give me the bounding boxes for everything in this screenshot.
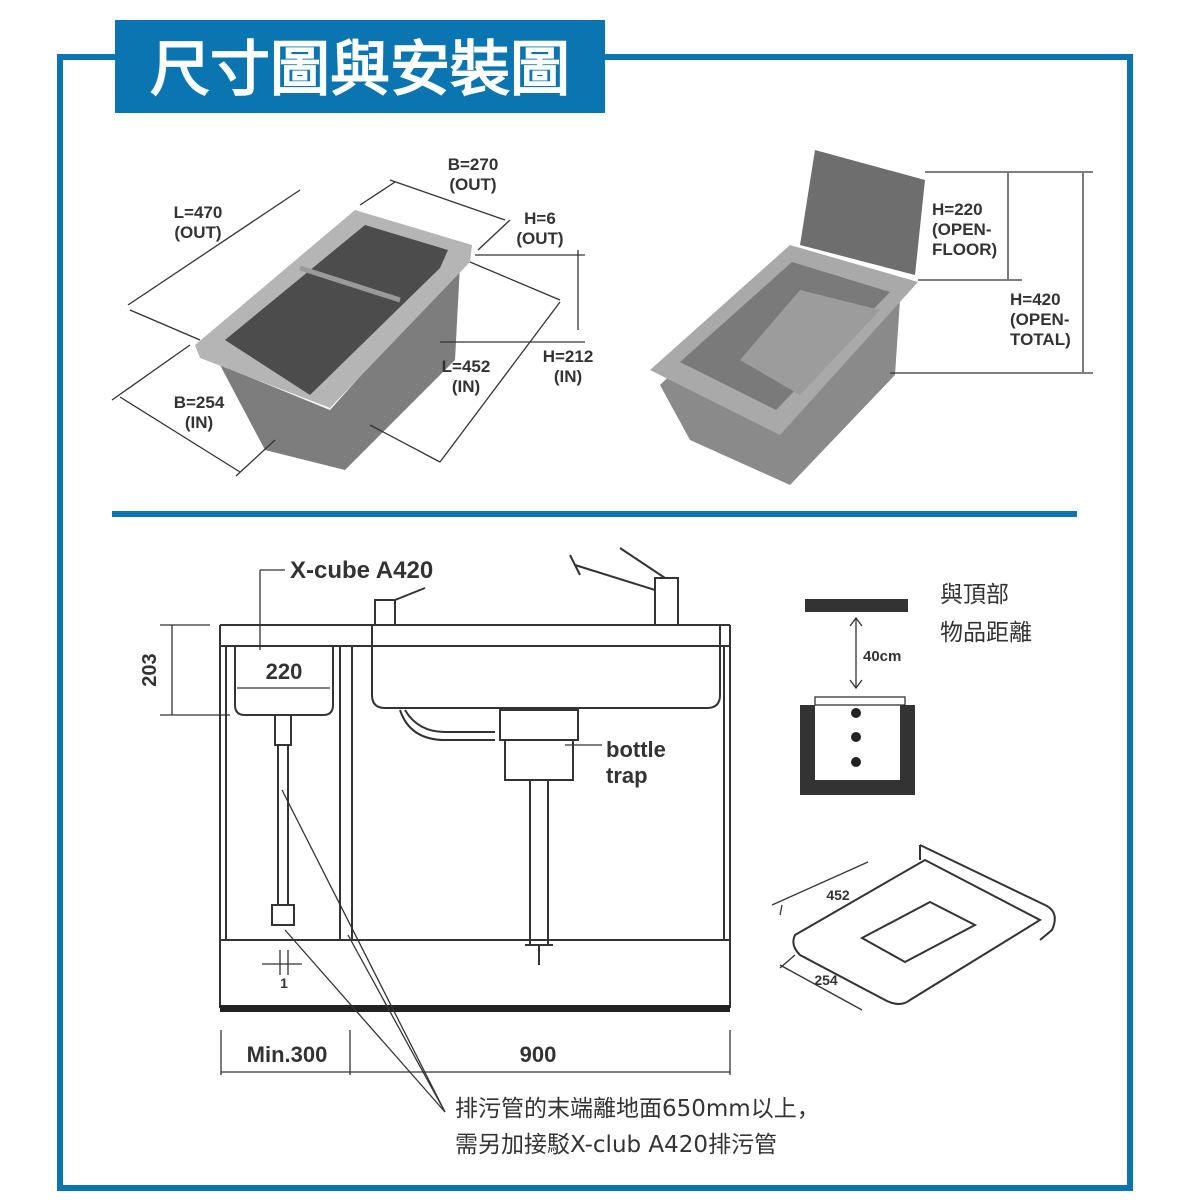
section-divider [112, 511, 1077, 517]
closed-box-dimension-lines [111, 179, 585, 477]
cutout-length: 452 [826, 887, 850, 903]
product-label: X-cube A420 [290, 557, 433, 584]
dim-h-in: H=212(IN) [543, 347, 594, 386]
page-title: 尺寸圖與安裝圖 [150, 35, 570, 105]
basin-width-label: 220 [266, 659, 303, 684]
cutout-width: 254 [814, 972, 838, 988]
dim-h-open-total: H=420(OPEN-TOTAL) [1010, 290, 1071, 349]
open-box-dimension-lines [890, 171, 1093, 374]
dim-b-in: B=254(IN) [174, 393, 225, 432]
open-box-illustration [650, 150, 925, 485]
cabinet-width-label: 900 [520, 1042, 557, 1067]
frame-border [57, 54, 1133, 1191]
dim-h-open-floor: H=220(OPEN-FLOOR) [932, 200, 997, 259]
cabinet-section-drawing [160, 547, 731, 1113]
min-side-label: Min.300 [247, 1042, 328, 1067]
dim-l-in: L=452(IN) [442, 357, 491, 396]
dim-l-out: L=470(OUT) [174, 203, 223, 242]
dim-h-out: H=6(OUT) [516, 209, 563, 248]
clearance-diagram [800, 599, 915, 795]
title-banner [115, 20, 605, 113]
gap-label: 1 [280, 975, 288, 991]
closed-box-illustration [195, 210, 472, 470]
dim-b-out: B=270(OUT) [448, 155, 499, 194]
clearance-distance: 40cm [863, 648, 901, 665]
drain-note: 排污管的末端離地面650mm以上，需另加接駁X-club A420排污管 [455, 1096, 820, 1158]
countertop-cutout-diagram [771, 844, 1056, 1011]
depth-label: 203 [139, 653, 161, 686]
clearance-label: 與頂部物品距離 [940, 582, 1032, 646]
